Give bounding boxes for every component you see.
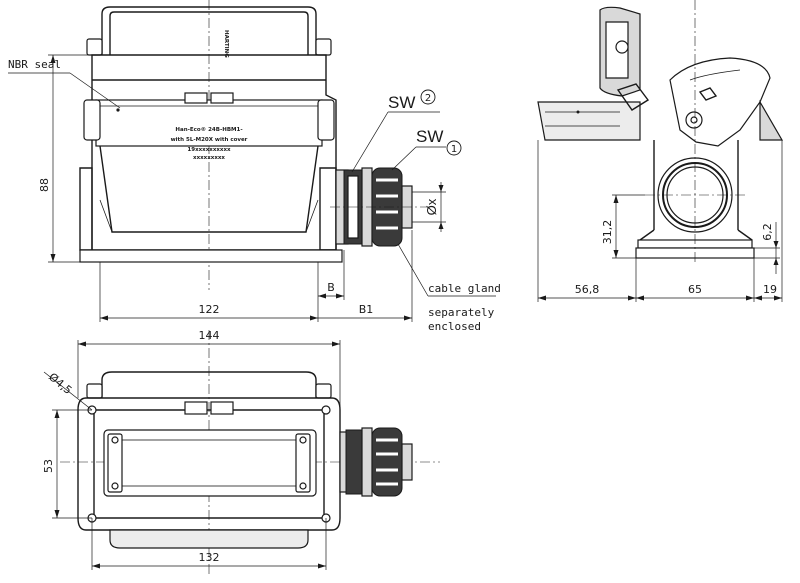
- label-nbr-seal: NBR seal: [8, 58, 61, 71]
- housing-text-line4: xxxxxxxxx: [193, 155, 225, 161]
- dim-31-2: 31,2: [601, 220, 614, 245]
- label-sw-1: SW: [416, 127, 443, 146]
- dim-65: 65: [688, 283, 702, 296]
- side-lever: [669, 57, 771, 147]
- dim-144: 144: [199, 329, 220, 342]
- front-view: HARTING Han-Eco® 24B-HBM1- with 5L-M20X …: [8, 0, 501, 333]
- side-body: [653, 140, 739, 230]
- dim-6-2: 6,2: [761, 223, 774, 241]
- label-cable-gland: cable gland: [428, 282, 501, 295]
- top-lever: [101, 371, 317, 398]
- callout-2: 2: [425, 93, 431, 104]
- dim-88: 88: [38, 178, 51, 192]
- label-enclosed: enclosed: [428, 320, 481, 333]
- housing-text-line1: Han-Eco® 24B-HBM1-: [175, 127, 242, 133]
- dim-19: 19: [763, 283, 777, 296]
- housing-text-line3: 19xxxxxxxxxx: [187, 147, 231, 153]
- top-housing: [77, 397, 341, 531]
- dim-b1: B1: [359, 303, 374, 316]
- dim-56-8: 56,8: [575, 283, 600, 296]
- dim-122: 122: [199, 303, 220, 316]
- label-separately: separately: [428, 306, 495, 319]
- callout-1: 1: [451, 144, 457, 155]
- housing-text-line2: with 5L-M20X with cover: [171, 137, 248, 143]
- label-diameter-x: Øx: [424, 198, 439, 215]
- top-view: 144 Ø4,5 53 132: [42, 329, 440, 575]
- cable-gland-front: [330, 167, 430, 247]
- label-sw-2: SW: [388, 93, 415, 112]
- locking-lever: [101, 6, 317, 55]
- brand-text: HARTING: [223, 30, 229, 58]
- side-view: 56,8 65 19 31,2 6,2: [537, 0, 784, 302]
- side-flange: [537, 101, 641, 141]
- housing-label-area: [95, 99, 323, 147]
- dim-b: B: [327, 281, 335, 294]
- top-handle: [109, 529, 309, 549]
- dim-132: 132: [199, 551, 220, 564]
- top-opening: [103, 429, 317, 497]
- cable-gland-top: [339, 427, 413, 497]
- dim-53: 53: [42, 459, 55, 473]
- base-plate: [79, 249, 343, 263]
